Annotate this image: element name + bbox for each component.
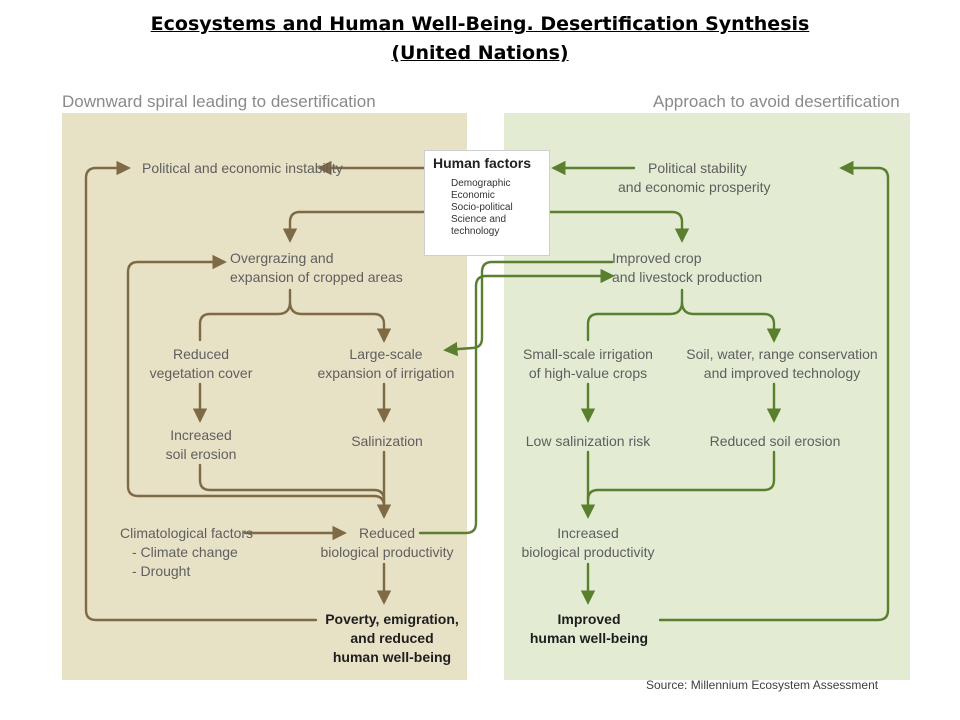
human-factor-item: technology (451, 226, 500, 237)
arrow-hf-to-improved-crop (535, 188, 690, 243)
left-panel-background (62, 113, 467, 680)
title-line-2: (United Nations) (391, 42, 569, 64)
low-salinization-label: Low salinization risk (525, 433, 651, 449)
reduced-soil-erosion-label: Reduced soil erosion (709, 433, 841, 449)
arrow-hf-to-overgrazing (282, 188, 436, 243)
human-factors-list: Demographic Economic Socio-political Sci… (451, 178, 513, 238)
right-panel-background (504, 113, 910, 680)
arrow-reduced-productivity-to-improved-crop (418, 268, 615, 535)
slide-title: Ecosystems and Human Well-Being. Deserti… (0, 10, 960, 68)
arrow-poverty-loop-to-instability (84, 160, 318, 622)
climatological-factors-label: Climatological factors - Climate change … (120, 525, 254, 579)
salinization-label: Salinization (351, 433, 423, 449)
arrow-loop-erosion-to-overgrazing (126, 254, 386, 508)
title-line-1: Ecosystems and Human Well-Being. Deserti… (150, 13, 810, 35)
political-instability-label: Political and economic instability (142, 160, 343, 176)
right-panel-heading: Approach to avoid desertification (653, 92, 900, 111)
human-factor-item: Demographic (451, 178, 511, 189)
human-factors-title: Human factors (433, 155, 532, 171)
arrow-crop-split (586, 288, 774, 340)
human-factors-box: Human factors Demographic Economic Socio… (424, 150, 550, 256)
arrow-overgrazing-split (198, 288, 384, 340)
human-factor-item: Socio-political (451, 202, 513, 213)
human-factor-item: Science and (451, 214, 507, 225)
left-panel-heading: Downward spiral leading to desertificati… (62, 92, 376, 111)
arrow-erosion-to-reduced-productivity (198, 463, 392, 519)
arrow-wellbeing-loop-to-stability (658, 160, 890, 622)
arrow-reduced-erosion-to-increased-productivity (586, 450, 776, 502)
source-credit: Source: Millennium Ecosystem Assessment (646, 678, 879, 692)
human-factor-item: Economic (451, 190, 495, 201)
